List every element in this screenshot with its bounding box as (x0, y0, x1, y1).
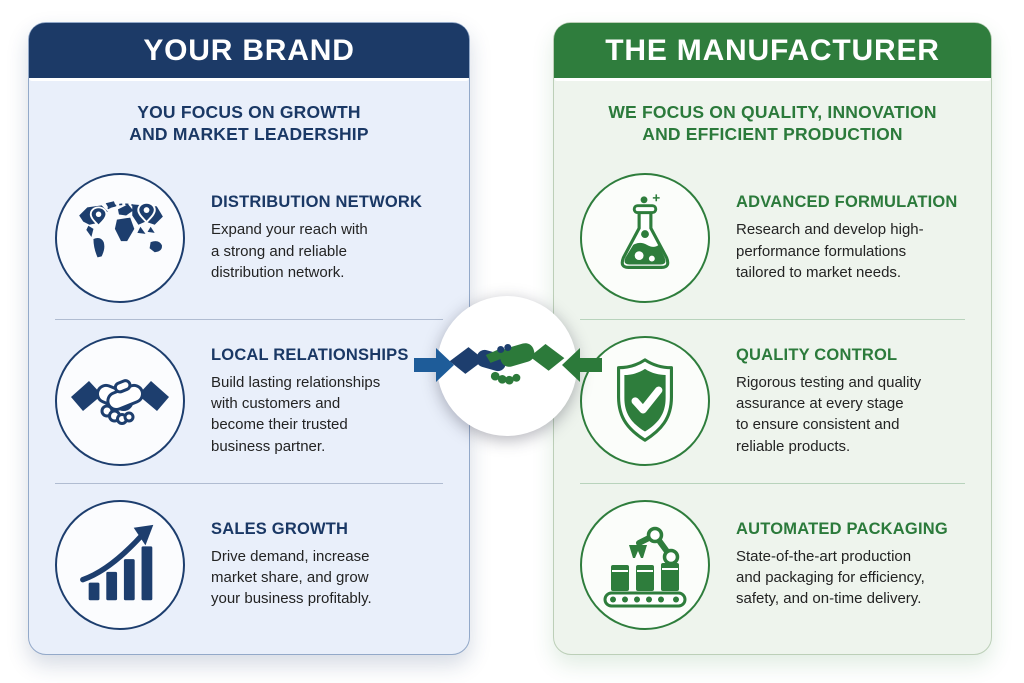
manufacturer-title: THE MANUFACTURER (605, 33, 940, 67)
item-body: Rigorous testing and quality assurance a… (736, 373, 922, 455)
item-text: QUALITY CONTROL Rigorous testing and qua… (736, 346, 965, 457)
item-heading: DISTRIBUTION NETWORK (211, 193, 423, 212)
manufacturer-items: ADVANCED FORMULATION Research and develo… (554, 157, 991, 654)
item-heading: SALES GROWTH (211, 519, 349, 538)
item-heading: AUTOMATED PACKAGING (736, 519, 948, 538)
manufacturer-panel: THE MANUFACTURER WE FOCUS ON QUALITY, IN… (553, 22, 992, 655)
shield-check-icon (580, 336, 710, 467)
brand-title: YOUR BRAND (143, 33, 355, 67)
item-body: State-of-the-art production and packagin… (736, 547, 925, 608)
brand-subtitle: YOU FOCUS ON GROWTH AND MARKET LEADERSHI… (129, 101, 369, 144)
sales-growth-chart-icon (55, 499, 185, 630)
brand-items: DISTRIBUTION NETWORK Expand your reach w… (29, 157, 469, 654)
partnership-badge (437, 296, 577, 436)
item-text: AUTOMATED PACKAGING State-of-the-art pro… (736, 520, 965, 610)
item-text: SALES GROWTH Drive demand, increase mark… (211, 520, 443, 610)
brand-panel-header: YOUR BRAND (29, 23, 469, 81)
manufacturer-subtitle: WE FOCUS ON QUALITY, INNOVATION AND EFFI… (608, 101, 937, 144)
item-text: ADVANCED FORMULATION Research and develo… (736, 193, 965, 283)
partnership-handshake-icon (449, 343, 565, 385)
robotic-arm-packaging-icon (580, 499, 710, 630)
world-map-pins-icon (55, 173, 185, 304)
list-item: DISTRIBUTION NETWORK Expand your reach w… (55, 157, 443, 319)
brand-panel: YOUR BRAND YOU FOCUS ON GROWTH AND MARKE… (28, 22, 470, 655)
flask-icon (580, 173, 710, 304)
list-item: LOCAL RELATIONSHIPS Build lasting relati… (55, 319, 443, 482)
arrow-right-icon (414, 348, 454, 382)
manufacturer-panel-header: THE MANUFACTURER (554, 23, 991, 81)
item-heading: QUALITY CONTROL (736, 345, 898, 364)
list-item: AUTOMATED PACKAGING State-of-the-art pro… (580, 482, 965, 646)
item-text: LOCAL RELATIONSHIPS Build lasting relati… (211, 346, 443, 457)
list-item: SALES GROWTH Drive demand, increase mark… (55, 482, 443, 646)
arrow-left-icon (562, 348, 602, 382)
item-text: DISTRIBUTION NETWORK Expand your reach w… (211, 193, 443, 283)
item-body: Build lasting relationships with custome… (211, 373, 381, 455)
handshake-outline-icon (55, 336, 185, 467)
item-body: Research and develop high- performance f… (736, 221, 924, 281)
list-item: ADVANCED FORMULATION Research and develo… (580, 157, 965, 319)
item-heading: ADVANCED FORMULATION (736, 193, 958, 212)
list-item: QUALITY CONTROL Rigorous testing and qua… (580, 319, 965, 482)
item-heading: LOCAL RELATIONSHIPS (211, 345, 409, 364)
item-body: Expand your reach with a strong and reli… (211, 221, 368, 281)
item-body: Drive demand, increase market share, and… (211, 547, 372, 608)
